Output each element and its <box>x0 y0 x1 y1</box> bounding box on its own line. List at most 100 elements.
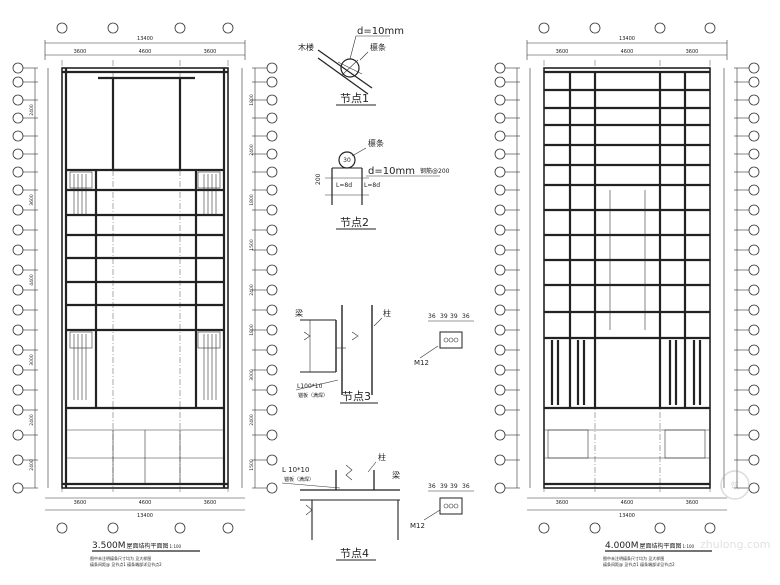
axis-bubble <box>494 404 506 416</box>
axis-bubble-top <box>107 22 119 34</box>
axis-bubble <box>494 324 506 336</box>
axis-bubble <box>266 130 278 142</box>
axis-bubble <box>494 384 506 396</box>
node-2-left-note: L=8d <box>336 182 352 189</box>
node-3-column-label: 柱 <box>383 308 391 318</box>
axis-bubble <box>12 224 24 236</box>
axis-bubble <box>748 148 760 160</box>
axis-bubble <box>494 264 506 276</box>
left-side-dim-3: 4400 <box>29 274 35 286</box>
axis-bubble <box>12 244 24 256</box>
right-side-dim-1: 1800 <box>249 94 255 106</box>
axis-bubble <box>494 184 506 196</box>
axis-bubble <box>494 62 506 74</box>
node-1-purlin-label: 檩条 <box>370 42 386 52</box>
axis-bubble <box>12 429 24 441</box>
axis-bubble <box>748 482 760 494</box>
node-2-vdim: 200 <box>315 173 322 185</box>
node-3-bolt-label: M12 <box>414 359 429 367</box>
node-1-detail: d=10mm 木楼 檩条 节点1 <box>298 26 404 106</box>
left-bottom-dim-2: 4600 <box>139 500 152 506</box>
axis-bubble <box>748 224 760 236</box>
node-3-angle-note: 锚板（满焊） <box>298 392 328 399</box>
axis-bubble <box>266 244 278 256</box>
left-horizontal-beams <box>66 168 224 459</box>
axis-bubble <box>266 304 278 316</box>
axis-bubble <box>12 384 24 396</box>
node-1-title: 节点1 <box>340 92 369 105</box>
right-side-dim-7: 3000 <box>249 369 255 381</box>
left-side-dim-4: 3000 <box>29 354 35 366</box>
axis-bubble <box>266 148 278 160</box>
axis-bubble-bottom <box>107 522 119 534</box>
axis-bubble <box>494 112 506 124</box>
axis-bubble <box>748 112 760 124</box>
node-3-bolt-dim-1: 36 <box>428 313 436 320</box>
axis-bubble <box>494 284 506 296</box>
right-side-dim-3: 1800 <box>249 194 255 206</box>
right-plan-note-1: 图中未注明檩条尺寸均为 见大样图 <box>603 555 664 561</box>
axis-bubble <box>12 204 24 216</box>
axis-bubble <box>12 184 24 196</box>
axis-bubble <box>12 76 24 88</box>
axis-bubble <box>494 244 506 256</box>
axis-bubble-bottom <box>56 522 68 534</box>
svg-text:筑: 筑 <box>730 480 739 492</box>
axis-bubble <box>748 364 760 376</box>
axis-bubble-top <box>589 22 601 34</box>
axis-bubble <box>748 384 760 396</box>
axis-bubble <box>12 344 24 356</box>
axis-bubble <box>266 94 278 106</box>
watermark-logo-icon <box>720 470 750 500</box>
axis-bubble <box>266 166 278 178</box>
axis-bubble <box>748 324 760 336</box>
node-4-angle-note: 锚板（满焊） <box>284 476 314 483</box>
node-2-right-note: L=8d <box>364 182 380 189</box>
axis-bubble <box>12 148 24 160</box>
left-bottom-dim-1: 3600 <box>74 500 87 506</box>
node-2-dim: d=10mm <box>368 166 415 177</box>
node-4-bolt-dim-2: 39 <box>440 483 448 490</box>
node-4-angle: L 10*10 <box>282 466 309 474</box>
axis-bubble <box>12 94 24 106</box>
axis-bubble <box>748 94 760 106</box>
axis-bubble <box>266 76 278 88</box>
axis-bubble <box>748 304 760 316</box>
axis-bubble <box>12 62 24 74</box>
axis-bubble-bottom <box>174 522 186 534</box>
axis-bubble <box>748 344 760 356</box>
axis-bubble-top <box>704 22 716 34</box>
node-3-bolt-dim-2: 39 <box>440 313 448 320</box>
axis-bubble <box>748 284 760 296</box>
left-purlin-clusters <box>69 171 221 400</box>
axis-bubble <box>494 224 506 236</box>
right-plan-axis-bubbles <box>494 22 760 534</box>
node-3-bolt-dim-4: 36 <box>462 313 470 320</box>
right-bottom-dim-3: 3600 <box>686 500 699 506</box>
axis-bubble <box>266 62 278 74</box>
right-roof-plan: 13400 3600 4600 3600 <box>494 22 760 567</box>
axis-bubble <box>266 324 278 336</box>
axis-bubble <box>494 130 506 142</box>
node-2-detail: 30 檩条 d=10mm 钢筋@200 L=8d L=8d 200 节点2 <box>315 138 450 230</box>
axis-bubble <box>266 204 278 216</box>
right-side-dim-2: 2400 <box>249 144 255 156</box>
axis-bubble <box>748 429 760 441</box>
left-plan-note-1: 图中未注明檩条尺寸均为 见大样图 <box>90 555 151 561</box>
axis-bubble <box>12 130 24 142</box>
node-4-bolt-dim-3: 39 <box>450 483 458 490</box>
axis-bubble <box>494 304 506 316</box>
node-3-beam-label: 梁 <box>295 309 303 318</box>
axis-bubble <box>494 148 506 160</box>
axis-bubble <box>748 244 760 256</box>
node-2-purlin-label: 檩条 <box>368 138 384 148</box>
axis-bubble <box>12 264 24 276</box>
axis-bubble <box>12 112 24 124</box>
left-plan-title: 3.500M屋面结构平面图1:100 <box>92 541 182 551</box>
axis-bubble <box>748 76 760 88</box>
axis-bubble-bottom <box>538 522 550 534</box>
left-bottom-dim-3: 3600 <box>204 500 217 506</box>
right-top-dim-3: 3600 <box>686 49 699 55</box>
axis-bubble <box>12 454 24 466</box>
